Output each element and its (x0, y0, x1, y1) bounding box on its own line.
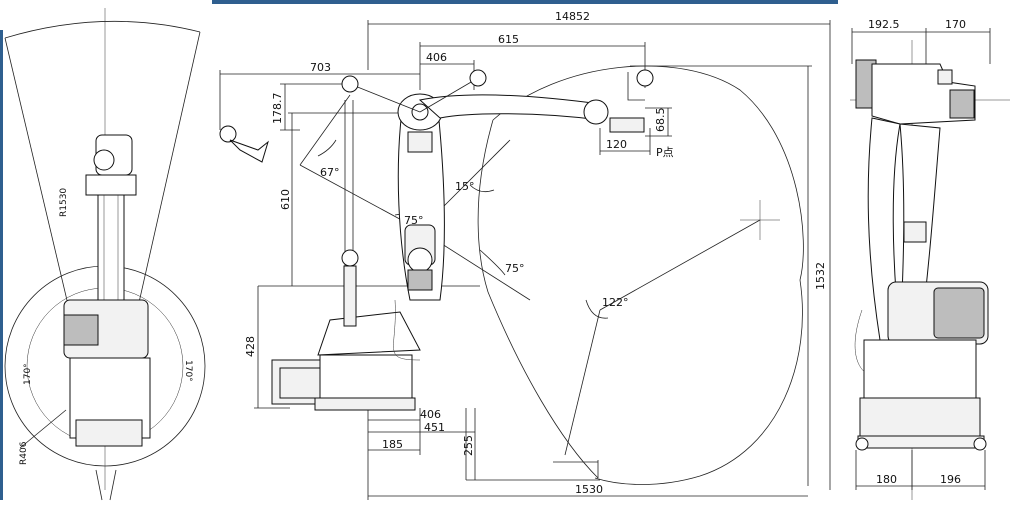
header-rule (212, 0, 838, 4)
front-wrist-bracket (627, 72, 645, 101)
dim-185: 185 (382, 438, 403, 451)
side-base-plate (857, 435, 985, 449)
side-base-lower (859, 397, 981, 437)
angle-122-arc (585, 299, 609, 319)
angle-170-left: 170° (23, 363, 33, 385)
dim-451: 451 (424, 421, 445, 434)
dim-120: 120 (606, 138, 627, 151)
dim-610: 610 (279, 189, 292, 210)
r406-leader (19, 409, 67, 449)
front-link-bar (349, 83, 421, 113)
front-counter-rod (343, 265, 357, 327)
r406-label: R406 (19, 441, 29, 465)
side-motor-cover (933, 287, 985, 339)
top-view-base-plate (75, 419, 143, 447)
top-view-wrist-joint (93, 149, 115, 171)
front-wrist-top (636, 69, 654, 87)
angle-67-line-2 (299, 94, 351, 166)
angle-122: 122° (602, 296, 629, 309)
front-turret (317, 311, 421, 356)
side-dim-180: 180 (876, 473, 897, 486)
front-base-plate (314, 397, 416, 411)
side-base (863, 339, 977, 401)
dim-428: 428 (244, 336, 257, 357)
front-base (319, 354, 413, 406)
dim-1532: 1532 (814, 262, 827, 290)
side-wrist-gear (949, 89, 975, 119)
front-flange (609, 117, 645, 133)
front-elbow-block (407, 131, 433, 153)
ghost-tool (229, 139, 269, 163)
side-dim-192-5: 192.5 (868, 18, 900, 31)
top-view-outer-arc (4, 20, 201, 39)
workspace-inner-arc (477, 119, 494, 293)
side-dim-196: 196 (940, 473, 961, 486)
side-wrist-head (871, 63, 976, 125)
dim-178-7: 178.7 (271, 93, 284, 125)
angle-170-right: 170° (183, 360, 193, 382)
angle-67: 67° (320, 166, 340, 179)
top-view-arm (97, 194, 125, 316)
front-shoulder-joint (407, 247, 433, 273)
front-link-joint-r (469, 69, 487, 87)
arrow-right (109, 469, 117, 501)
top-view-motor (63, 314, 99, 346)
dim-406-top: 406 (426, 51, 447, 64)
side-dim-170: 170 (945, 18, 966, 31)
front-upper-arm (418, 94, 601, 121)
angle-75-upper: 75° (404, 214, 424, 227)
dim-14852: 14852 (555, 10, 590, 23)
workspace-upper-arc (492, 65, 804, 281)
dim-1530: 1530 (575, 483, 603, 496)
workspace-lower-arc (594, 279, 803, 485)
side-view: 192.5 170 180 196 (850, 18, 1010, 500)
front-wrist (583, 99, 609, 125)
angle-15: 15° (455, 180, 475, 193)
dim-68-5: 68.5 (654, 108, 667, 133)
side-wrist-cap (937, 69, 953, 85)
dim-255: 255 (462, 435, 475, 456)
p-point-label: P点 (656, 146, 674, 159)
reach-line (599, 219, 761, 311)
top-view-forearm (85, 174, 137, 196)
reach-line-2 (564, 309, 601, 456)
side-foot-r (973, 437, 987, 451)
r1530-label: R1530 (59, 188, 69, 217)
front-cable-loop (393, 299, 421, 361)
dim-615: 615 (498, 33, 519, 46)
front-view: 14852 615 406 703 178.7 610 428 1532 120… (219, 10, 831, 500)
top-view: R1530 R406 170° 170° (4, 8, 206, 501)
left-edge-rule (0, 30, 3, 500)
front-link-joint-l (341, 75, 359, 93)
angle-67-arc (317, 139, 337, 157)
angle-75-arc (479, 249, 506, 276)
side-foot-l (855, 437, 869, 451)
front-shoulder-motor (407, 269, 433, 291)
workspace-inner-lower (487, 291, 599, 479)
angle-15-arc (469, 184, 495, 193)
arrow-left (95, 469, 103, 501)
dim-406-bottom: 406 (420, 408, 441, 421)
angle-75-lower: 75° (505, 262, 525, 275)
side-arm-block (903, 221, 927, 243)
ghost-joint (219, 125, 237, 143)
front-link-bar-2 (419, 77, 479, 113)
dim-703: 703 (310, 61, 331, 74)
front-counter-joint (341, 249, 359, 267)
